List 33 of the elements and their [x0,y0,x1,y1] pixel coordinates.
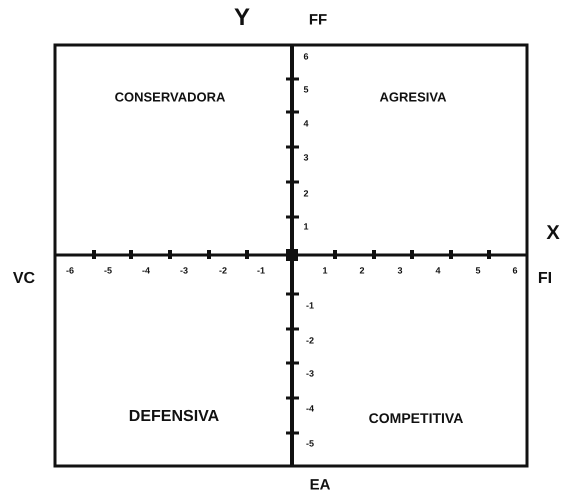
tick-label: 2 [360,266,364,276]
tick-label: -6 [66,266,74,276]
axis-label: FF [308,12,328,28]
tick-label: 2 [304,190,308,198]
tick-label: -5 [306,440,314,448]
axis-label: X [546,223,560,243]
tick-label: 4 [436,266,440,276]
tick-label: 4 [304,120,308,128]
tick-label: 1 [304,222,308,232]
axis-label: FI [538,271,552,287]
tick-label: -1 [257,266,265,276]
tick-label: -3 [180,266,188,276]
quadrant-label: CONSERVADORA [114,90,226,104]
axis-label: Y [234,6,250,30]
axis-label: EA [310,478,330,492]
tick-label: -2 [219,266,227,276]
tick-label: -4 [306,404,314,414]
tick-label: -5 [104,266,112,276]
tick-label: 5 [304,86,308,94]
quadrant-label: COMPETITIVA [368,411,464,425]
tick-label: 1 [322,266,328,276]
quadrant-label: AGRESIVA [380,90,446,104]
tick-label: 6 [304,52,308,62]
tick-label: -2 [306,336,314,346]
tick-label: -1 [306,302,314,310]
tick-label: 5 [476,266,480,276]
quadrant-label: DEFENSIVA [128,409,220,425]
tick-label: 6 [512,266,518,276]
tick-label: -3 [306,370,314,378]
axis-label: VC [12,271,36,287]
tick-label: -4 [142,266,150,276]
tick-label: 3 [398,266,402,276]
tick-label: 3 [304,154,308,162]
